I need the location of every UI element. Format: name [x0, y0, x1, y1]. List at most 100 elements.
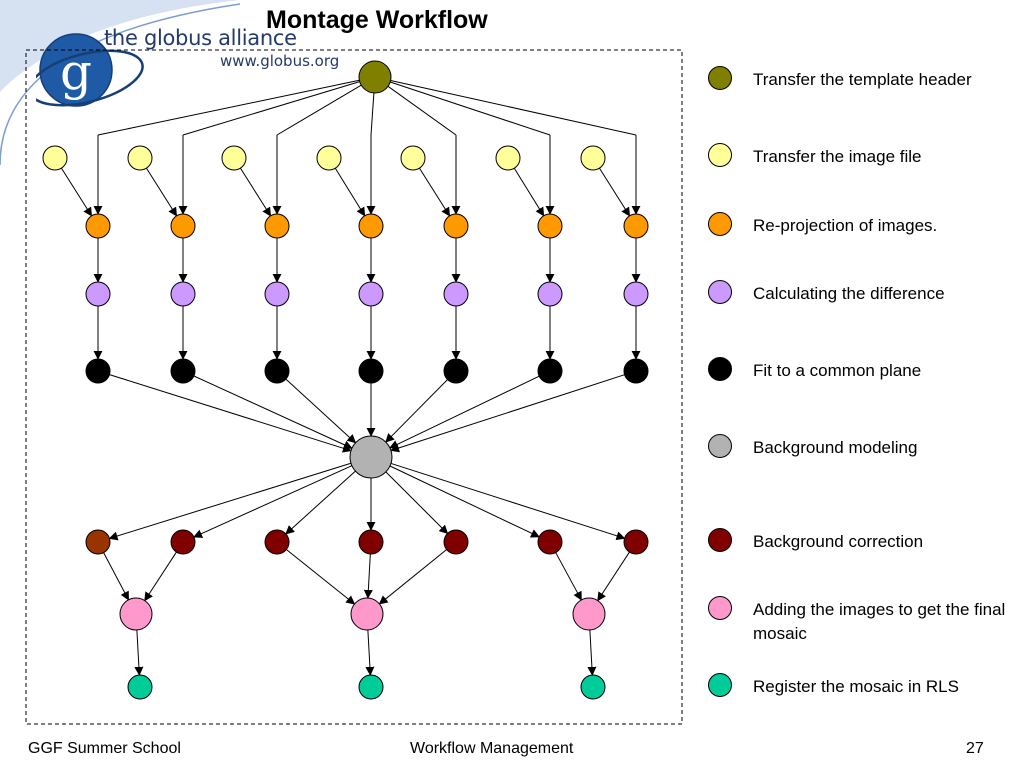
legend-label-difference: Calculating the difference: [753, 284, 945, 303]
legend-label-add-images: Adding the images to get the final mosai…: [753, 600, 1006, 643]
node-diff4: [443, 281, 469, 307]
node-corr1: [170, 529, 196, 555]
legend-label-template-header: Transfer the template header: [753, 70, 972, 89]
node-proj1: [170, 213, 196, 239]
edge-fit2-to-bg: [285, 378, 357, 444]
edge-add0-to-reg0: [134, 629, 144, 676]
edge-bg-to-corr2: [285, 470, 356, 535]
legend-item-bg-correction: Background correction: [706, 526, 1016, 556]
node-fit0: [85, 358, 111, 384]
edge-corr1-to-add0: [144, 551, 177, 602]
node-corr4: [443, 529, 469, 555]
edge-add1-to-reg1: [365, 629, 375, 676]
node-hdr: [358, 60, 392, 94]
legend-item-difference: Calculating the difference: [706, 278, 1016, 308]
edge-bg-to-corr1: [193, 465, 353, 538]
legend-label-background-model: Background modeling: [753, 438, 918, 457]
edge-bg-to-corr5: [389, 465, 540, 538]
node-diff3: [358, 281, 384, 307]
edge-corr5-to-add2: [555, 552, 582, 601]
edge-hdr-to-proj4-segment: [387, 85, 457, 136]
legend-label-register: Register the mosaic in RLS: [753, 677, 959, 696]
legend-dot-register: [708, 673, 732, 697]
header-swoosh: [0, 0, 240, 92]
edge-corr2-to-add1: [286, 549, 356, 605]
node-add1: [350, 597, 384, 631]
legend-dot-fit: [708, 357, 732, 381]
edge-fit0-to-bg: [109, 374, 352, 453]
node-fit4: [443, 358, 469, 384]
edge-bg-to-corr0: [108, 462, 352, 541]
legend-dot-template-header: [708, 66, 732, 90]
node-diff5: [537, 281, 563, 307]
node-corr6: [623, 529, 649, 555]
node-add2: [572, 597, 606, 631]
node-src5: [495, 145, 521, 171]
node-bg: [349, 435, 393, 479]
node-diff1: [170, 281, 196, 307]
workflow-edges: [60, 79, 641, 676]
node-src2: [221, 145, 247, 171]
edge-corr6-to-add2: [597, 551, 630, 602]
slide-title: Montage Workflow: [266, 6, 488, 34]
edge-hdr-to-proj2-segment: [276, 84, 362, 136]
node-src6: [580, 145, 606, 171]
edge-src4-to-proj4: [418, 167, 451, 217]
legend-item-background-model: Background modeling: [706, 432, 1016, 462]
edge-fit1-to-bg: [193, 375, 353, 449]
node-corr2: [264, 529, 290, 555]
node-corr0: [85, 529, 111, 555]
legend-dot-difference: [708, 280, 732, 304]
legend-dot-image-file: [708, 143, 732, 167]
edge-hdr-to-proj3-segment: [370, 92, 375, 136]
legend-dot-add-images: [708, 596, 732, 620]
edge-bg-to-corr6: [390, 462, 626, 541]
edge-fit6-to-bg: [390, 374, 625, 453]
node-proj4: [443, 213, 469, 239]
logo-glyph: g: [60, 43, 92, 101]
edge-hdr-to-proj5-segment: [390, 81, 551, 136]
node-fit5: [537, 358, 563, 384]
logo-orbit-icon: [36, 49, 144, 107]
node-corr5: [537, 529, 563, 555]
node-fit2: [264, 358, 290, 384]
footer-center: Workflow Management: [410, 740, 574, 757]
edge-hdr-to-proj0-segment: [97, 79, 360, 136]
edge-fit5-to-bg: [389, 375, 540, 449]
node-add0: [119, 597, 153, 631]
node-src3: [316, 145, 342, 171]
edge-corr4-to-add1: [378, 549, 447, 605]
legend-item-register: Register the mosaic in RLS: [706, 671, 1016, 701]
legend-label-reprojection: Re-projection of images.: [753, 216, 938, 235]
node-src4: [400, 145, 426, 171]
edge-src3-to-proj3: [334, 167, 366, 217]
legend-item-fit: Fit to a common plane: [706, 355, 1016, 385]
legend-label-fit: Fit to a common plane: [753, 361, 922, 380]
node-diff0: [85, 281, 111, 307]
edge-corr3-to-add1: [363, 553, 373, 599]
legend-dot-bg-correction: [708, 528, 732, 552]
node-proj0: [85, 213, 111, 239]
legend-item-image-file: Transfer the image file: [706, 141, 1016, 171]
legend-dot-background-model: [708, 434, 732, 458]
edge-add2-to-reg2: [587, 629, 597, 676]
edge-src2-to-proj2: [239, 167, 272, 217]
node-src0: [42, 145, 68, 171]
node-src1: [127, 145, 153, 171]
node-proj6: [623, 213, 649, 239]
node-fit6: [623, 358, 649, 384]
node-reg1: [358, 674, 384, 700]
node-fit1: [170, 358, 196, 384]
edge-src1-to-proj1: [145, 167, 178, 217]
node-reg2: [580, 674, 606, 700]
node-proj3: [358, 213, 384, 239]
logo-url: www.globus.org: [220, 52, 340, 70]
legend-label-image-file: Transfer the image file: [753, 147, 922, 166]
legend-label-bg-correction: Background correction: [753, 532, 924, 551]
edge-hdr-to-proj1-segment: [182, 81, 360, 136]
node-fit3: [358, 358, 384, 384]
edge-src5-to-proj5: [513, 167, 545, 217]
edge-hdr-to-proj6-segment: [390, 79, 637, 136]
legend-item-add-images: Adding the images to get the final mosai…: [706, 594, 1016, 646]
